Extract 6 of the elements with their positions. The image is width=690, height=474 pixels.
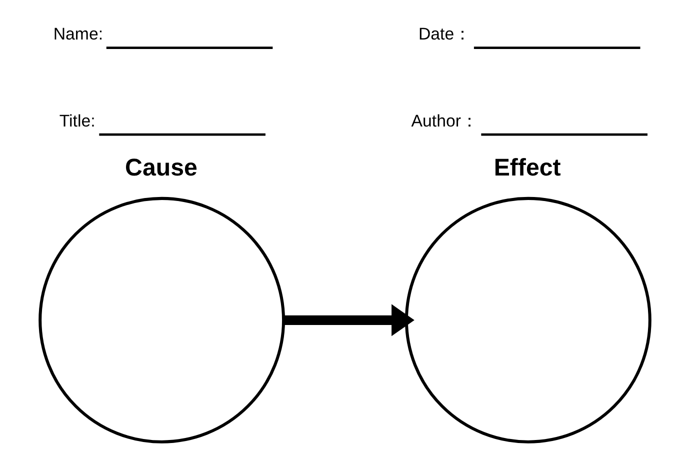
label: Author： [411, 111, 478, 130]
node-label: Cause [125, 154, 198, 182]
label: Title: [59, 111, 96, 130]
node-label: Effect [494, 154, 561, 182]
label: Name: [53, 24, 104, 44]
label: Date： [418, 24, 472, 44]
